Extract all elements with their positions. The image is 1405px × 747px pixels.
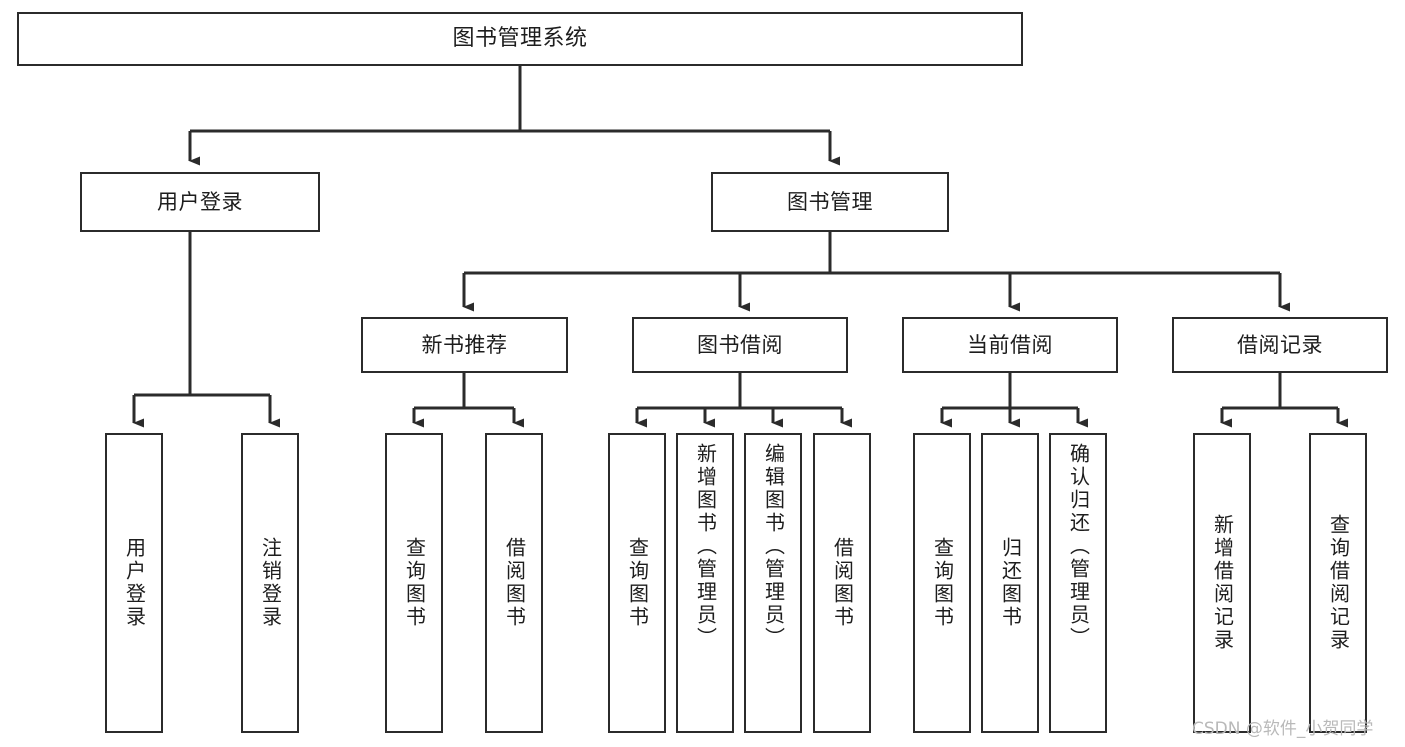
node-label: 用户登录	[122, 537, 147, 629]
node-user-login[interactable]: 用户登录	[80, 172, 320, 232]
node-label: 查询图书	[625, 537, 650, 629]
node-label: 查询图书	[930, 537, 955, 629]
leaf-current-borrow-confirm-return[interactable]: 确认归还（管理员）	[1049, 433, 1107, 733]
node-label: 确认归还（管理员）	[1066, 443, 1091, 650]
node-label: 编辑图书（管理员）	[761, 443, 786, 650]
watermark-text: CSDN @软件_小贺同学	[1192, 719, 1374, 739]
leaf-book-borrow-query[interactable]: 查询图书	[608, 433, 666, 733]
node-label: 图书管理系统	[452, 26, 588, 52]
node-book-borrow[interactable]: 图书借阅	[632, 317, 848, 373]
node-label: 借阅图书	[502, 537, 527, 629]
leaf-book-borrow-edit[interactable]: 编辑图书（管理员）	[744, 433, 802, 733]
node-label: 图书管理	[787, 189, 873, 214]
leaf-borrow-record-add[interactable]: 新增借阅记录	[1193, 433, 1251, 733]
leaf-current-borrow-query[interactable]: 查询图书	[913, 433, 971, 733]
node-label: 新增借阅记录	[1210, 514, 1235, 652]
node-label: 查询借阅记录	[1326, 514, 1351, 652]
leaf-book-borrow-add[interactable]: 新增图书（管理员）	[676, 433, 734, 733]
leaf-user-login-login[interactable]: 用户登录	[105, 433, 163, 733]
node-book-management[interactable]: 图书管理	[711, 172, 949, 232]
node-label: 注销登录	[258, 537, 283, 629]
node-label: 用户登录	[157, 189, 243, 214]
leaf-current-borrow-return[interactable]: 归还图书	[981, 433, 1039, 733]
node-label: 借阅图书	[830, 537, 855, 629]
node-new-book-recommend[interactable]: 新书推荐	[361, 317, 568, 373]
leaf-new-book-borrow[interactable]: 借阅图书	[485, 433, 543, 733]
node-label: 当前借阅	[967, 332, 1053, 357]
node-borrow-record[interactable]: 借阅记录	[1172, 317, 1388, 373]
node-label: 借阅记录	[1237, 332, 1323, 357]
leaf-borrow-record-query[interactable]: 查询借阅记录	[1309, 433, 1367, 733]
node-label: 新增图书（管理员）	[693, 443, 718, 650]
node-root-system[interactable]: 图书管理系统	[17, 12, 1023, 66]
leaf-new-book-query[interactable]: 查询图书	[385, 433, 443, 733]
node-label: 归还图书	[998, 537, 1023, 629]
node-label: 查询图书	[402, 537, 427, 629]
node-label: 图书借阅	[697, 332, 783, 357]
leaf-book-borrow-borrow[interactable]: 借阅图书	[813, 433, 871, 733]
node-current-borrow[interactable]: 当前借阅	[902, 317, 1118, 373]
leaf-user-login-logout[interactable]: 注销登录	[241, 433, 299, 733]
node-label: 新书推荐	[421, 332, 508, 357]
